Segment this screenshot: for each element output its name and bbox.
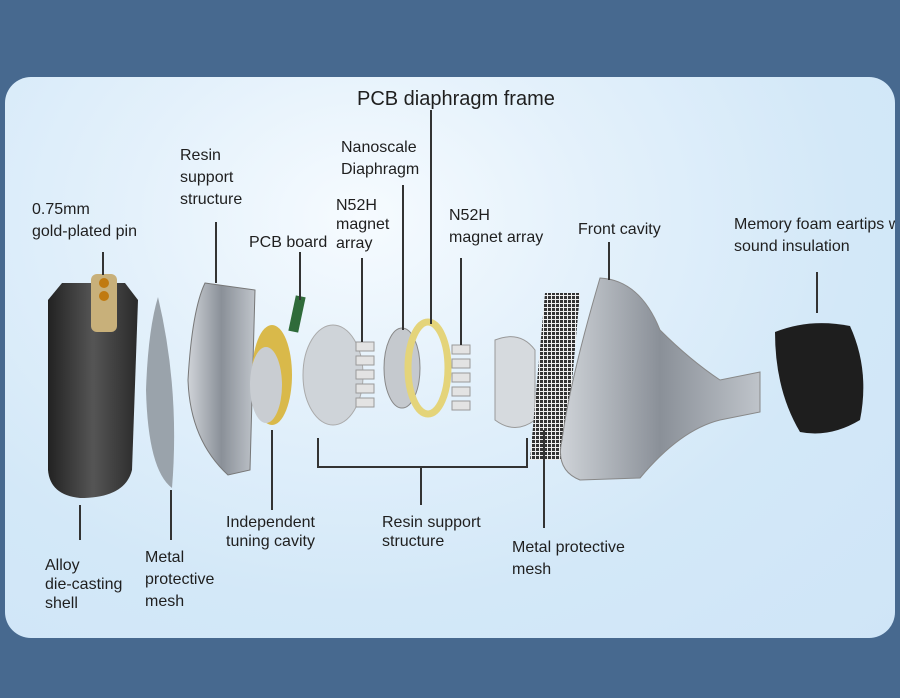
label-resin-support-top: Resin support structure bbox=[180, 147, 243, 208]
diagram-panel bbox=[5, 77, 895, 638]
label-magnet-array-right: N52H magnet array bbox=[449, 207, 544, 246]
label-memory-foam-eartips: Memory foam eartips with sound insulatio… bbox=[734, 216, 895, 255]
magnet-array-left bbox=[355, 341, 375, 408]
metal-mesh-left bbox=[146, 297, 175, 488]
front-cavity bbox=[560, 277, 761, 481]
exploded-earphone-illustration bbox=[48, 110, 864, 540]
gold-pin bbox=[91, 274, 117, 332]
label-alloy-shell: Alloy die-casting shell bbox=[45, 557, 123, 612]
magnet-array-right bbox=[451, 344, 471, 411]
leader-lines bbox=[79, 110, 818, 540]
label-pcb-diaphragm-frame: PCB diaphragm frame bbox=[357, 88, 555, 110]
memory-foam-eartip bbox=[775, 323, 864, 434]
pin-hole bbox=[99, 291, 109, 301]
label-front-cavity: Front cavity bbox=[578, 221, 661, 238]
pin-hole bbox=[99, 278, 109, 288]
label-resin-support-bottom: Resin support structure bbox=[382, 514, 481, 550]
label-tuning-cavity: Independent tuning cavity bbox=[226, 514, 315, 550]
label-nano-diaphragm: Nanoscale Diaphragm bbox=[341, 139, 420, 178]
label-magnet-array-left: N52H magnet array bbox=[336, 197, 390, 252]
alloy-shell bbox=[48, 283, 138, 498]
resin-structure-top bbox=[187, 282, 256, 476]
resin-disc bbox=[302, 324, 364, 426]
label-gold-pin: 0.75mm gold-plated pin bbox=[32, 201, 137, 240]
label-metal-mesh-right: Metal protective mesh bbox=[512, 539, 625, 578]
label-metal-mesh-left: Metal protective mesh bbox=[145, 549, 215, 610]
pcb-diaphragm-frame bbox=[404, 318, 452, 418]
resin-holder bbox=[494, 336, 536, 428]
pcb-board bbox=[288, 295, 306, 333]
label-pcb-board: PCB board bbox=[249, 234, 328, 251]
tuning-cavity-body bbox=[250, 347, 282, 423]
